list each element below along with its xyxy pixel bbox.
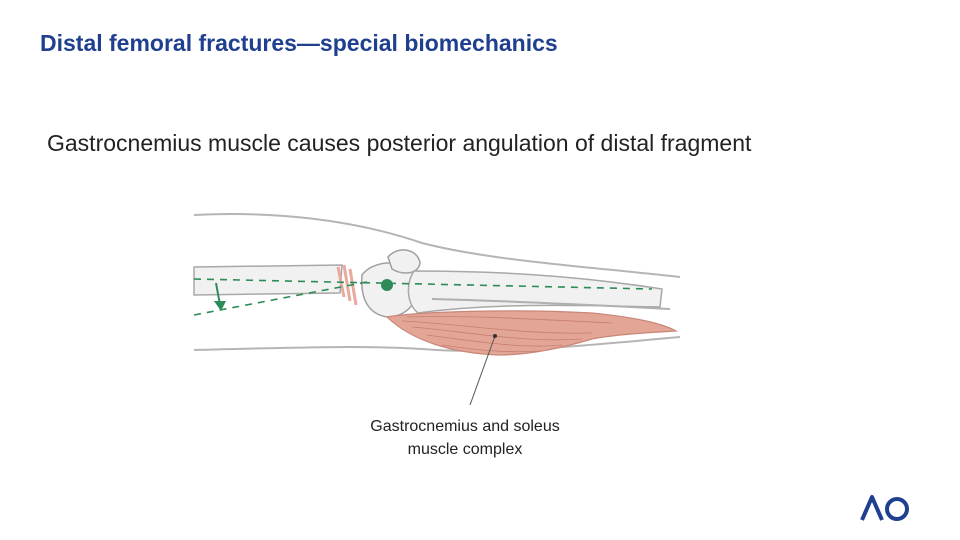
fibula [431,298,671,310]
muscle-caption: Gastrocnemius and soleus muscle complex [330,415,600,461]
angulation-arrow-icon [214,282,226,311]
caption-leader-line [469,335,496,405]
gastrocnemius-muscle [385,310,679,356]
slide-subtitle: Gastrocnemius muscle causes posterior an… [47,130,752,156]
ao-foundation-logo [860,495,909,521]
patella [387,249,421,274]
knee-illustration [193,213,681,405]
leg-outline-bottom [193,336,681,352]
caption-line-2: muscle complex [407,441,523,458]
leader-dot [493,334,497,338]
caption-line-1: Gastrocnemius and soleus [370,418,560,435]
axis-lines [193,278,653,316]
femur-shaft [193,264,343,296]
slide-title: Distal femoral fractures—special biomech… [40,30,558,56]
pivot-dot-icon [381,279,393,291]
leg-outline-top [193,213,681,278]
